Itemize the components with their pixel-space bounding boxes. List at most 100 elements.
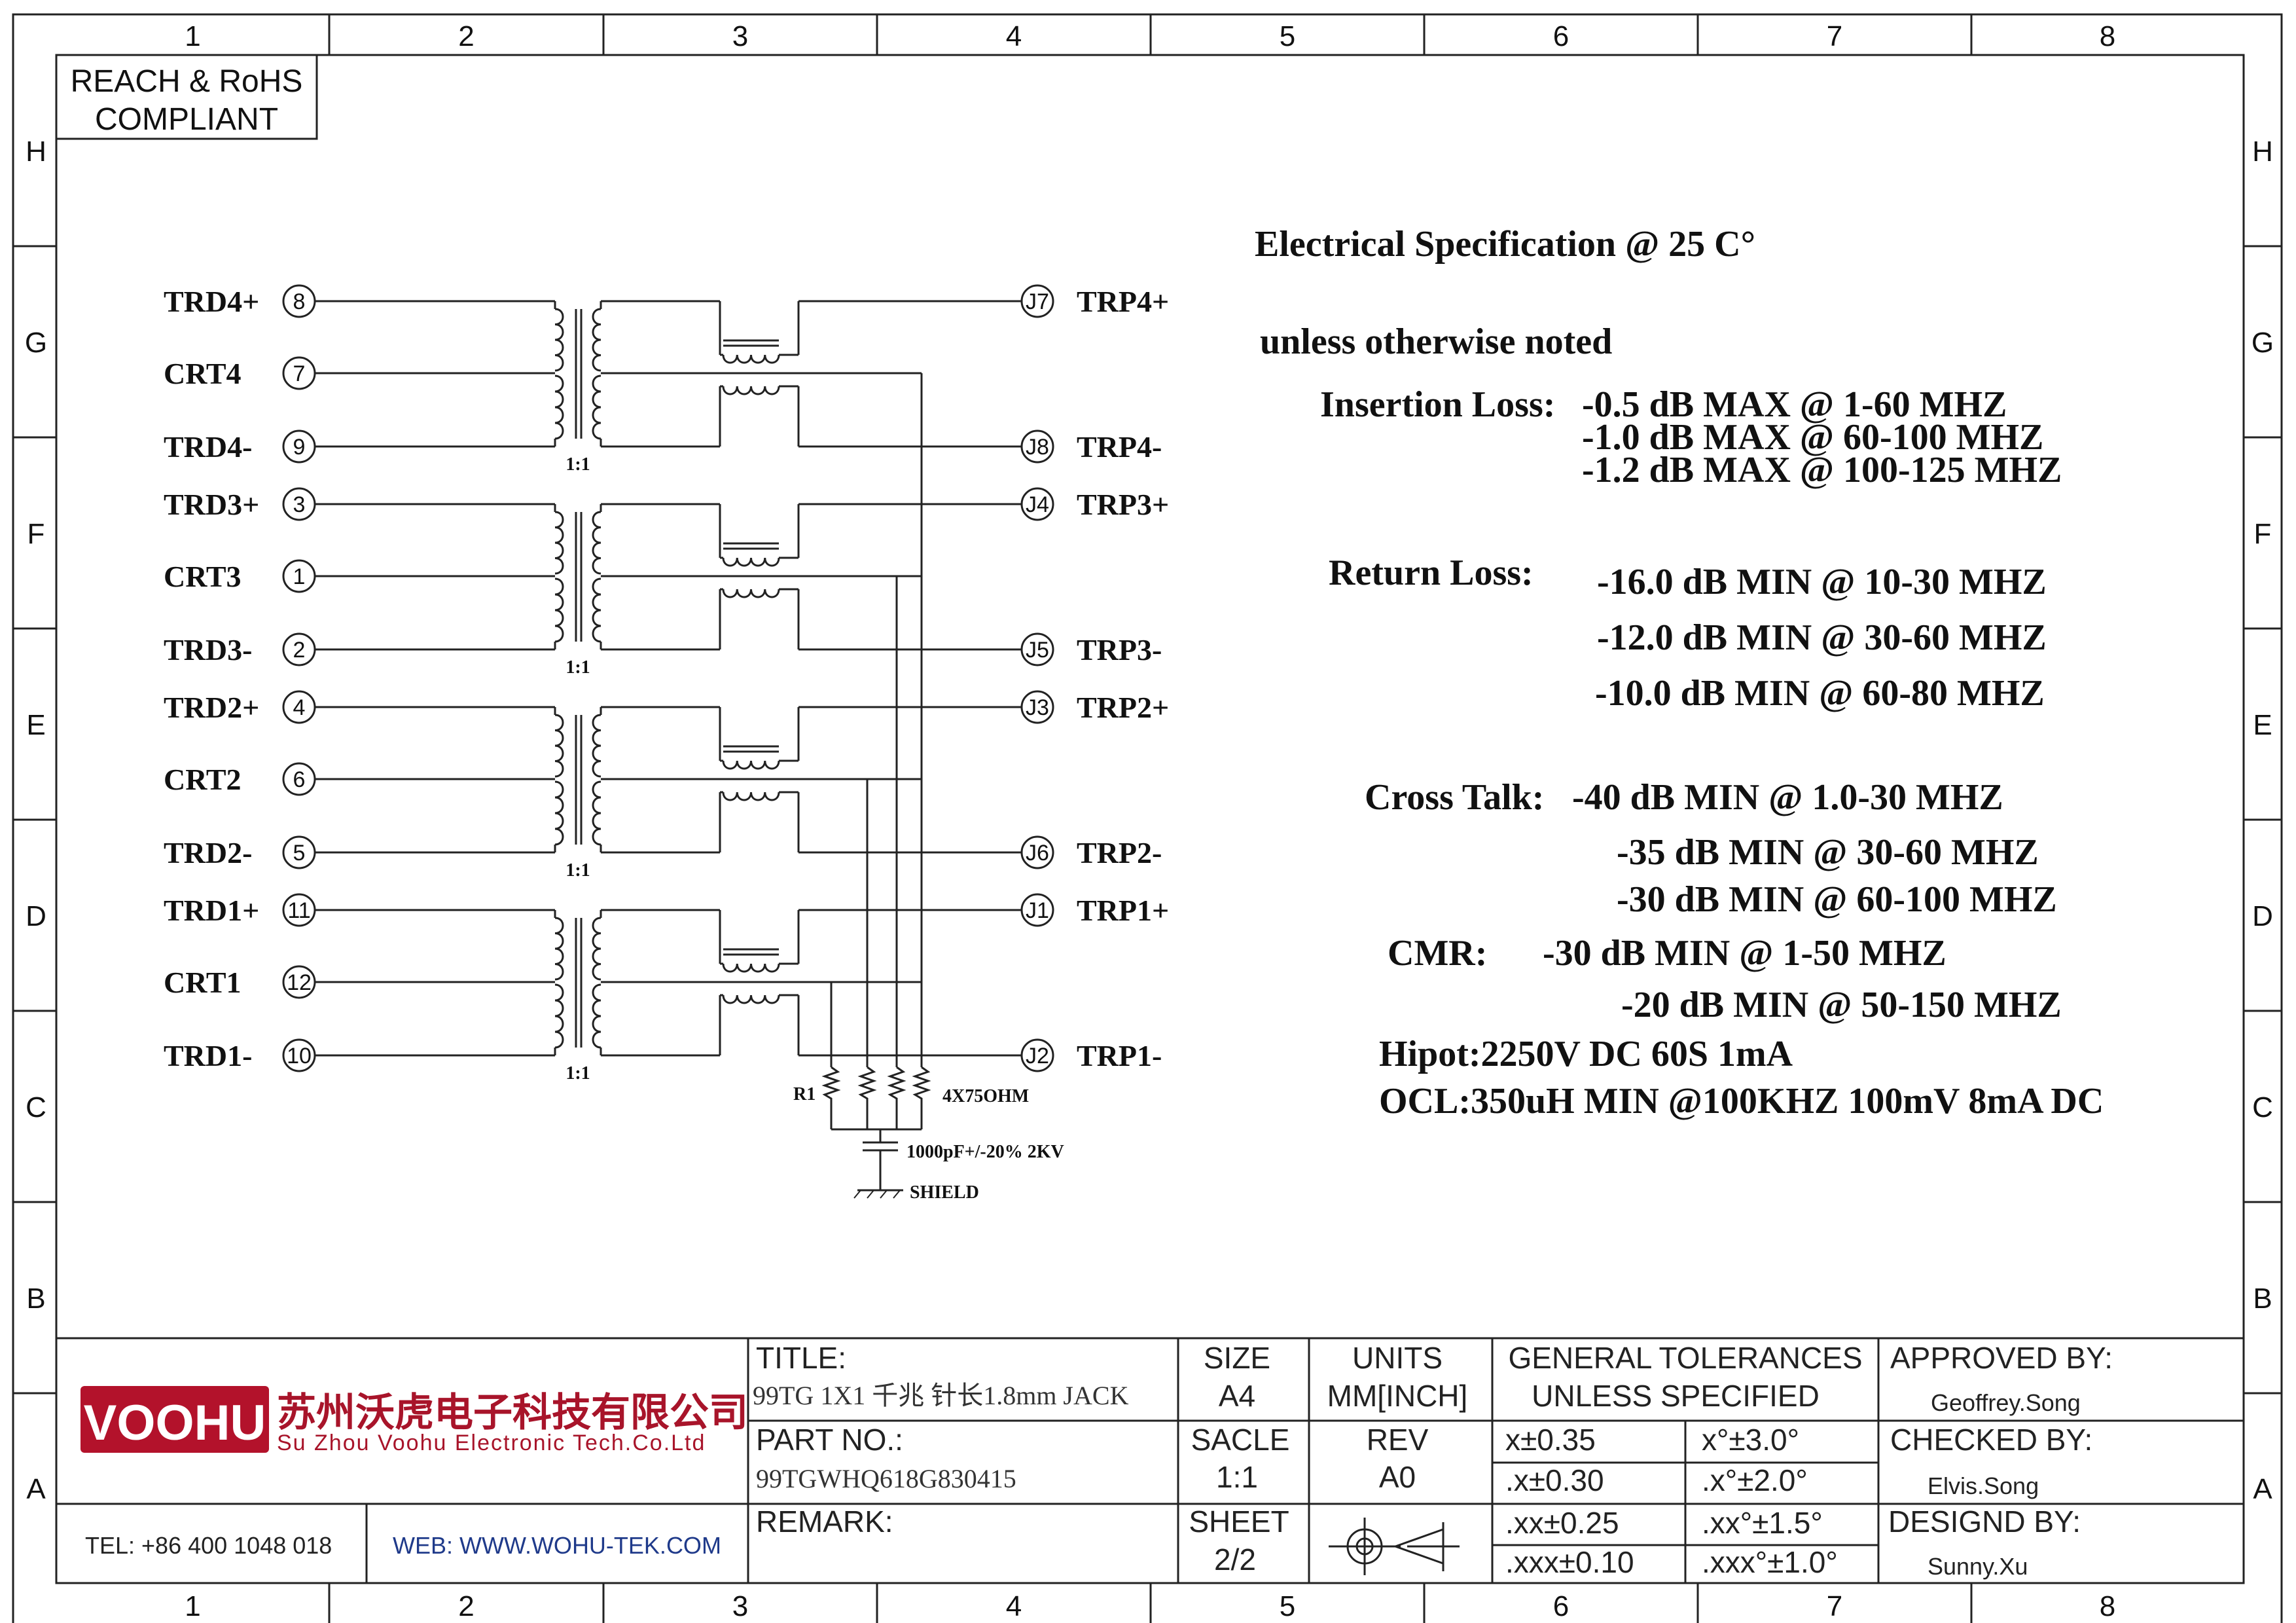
pin-number: 11 bbox=[287, 898, 310, 923]
logo-text: VOOHU bbox=[84, 1395, 266, 1451]
schematic: TRD4+CRT4TRD4-8791:1J7J8TRP4+TRP4-TRD3+C… bbox=[164, 284, 1169, 1203]
row-label-right: A bbox=[2253, 1473, 2272, 1505]
signal-label: TRD4+ bbox=[164, 285, 259, 318]
column-label-top: 1 bbox=[185, 20, 200, 52]
rev-value: A0 bbox=[1379, 1460, 1416, 1494]
signal-label: CRT4 bbox=[164, 357, 242, 390]
crosstalk-3: -30 dB MIN @ 60-100 MHZ bbox=[1617, 879, 2057, 920]
company-logo bbox=[81, 1386, 269, 1453]
ocl: OCL:350uH MIN @100KHZ 100mV 8mA DC bbox=[1379, 1081, 2104, 1122]
transformer-ratio: 1:1 bbox=[565, 454, 590, 475]
tel: TEL: +86 400 1048 018 bbox=[85, 1532, 332, 1559]
column-label-bottom: 3 bbox=[732, 1590, 748, 1622]
row-label-left: B bbox=[26, 1283, 45, 1315]
column-label-bottom: 4 bbox=[1006, 1590, 1022, 1622]
units-label: UNITS bbox=[1352, 1341, 1443, 1375]
jack-pin-circle bbox=[1020, 893, 1054, 927]
jack-pin-number: J1 bbox=[1026, 898, 1049, 923]
jack-signal-label: TRP1+ bbox=[1077, 894, 1169, 927]
column-label-top: 4 bbox=[1006, 20, 1022, 52]
pin-number: 2 bbox=[293, 638, 306, 663]
pin-number: 3 bbox=[293, 492, 306, 517]
pin-number: 9 bbox=[293, 435, 306, 460]
column-label-top: 8 bbox=[2100, 20, 2115, 52]
jack-pin-number: J8 bbox=[1026, 435, 1049, 460]
signal-label: TRD3- bbox=[164, 633, 252, 666]
row-label-right: G bbox=[2251, 327, 2274, 359]
approved-label: APPROVED BY: bbox=[1890, 1341, 2113, 1375]
jack-pin-number: J3 bbox=[1026, 695, 1049, 720]
insertion-loss-label: Insertion Loss: bbox=[1320, 384, 1555, 425]
insertion-loss-2: -1.0 dB MAX @ 60-100 MHZ bbox=[1582, 417, 2043, 458]
jack-signal-label: TRP1- bbox=[1077, 1039, 1162, 1072]
center-tap-bus bbox=[830, 373, 923, 1067]
return-loss-label: Return Loss: bbox=[1329, 553, 1534, 593]
linear-tolerance: .xxx±0.10 bbox=[1505, 1545, 1634, 1579]
signal-label: TRD2- bbox=[164, 836, 252, 869]
tolerance-label-1: GENERAL TOLERANCES bbox=[1508, 1341, 1862, 1375]
angular-tolerance: .x°±2.0° bbox=[1702, 1463, 1808, 1497]
column-label-bottom: 2 bbox=[458, 1590, 474, 1622]
approved-by: Geoffrey.Song bbox=[1931, 1389, 2081, 1416]
company-name-cn: 苏州沃虎电子科技有限公司 bbox=[277, 1390, 748, 1436]
jack-signal-label: TRP3+ bbox=[1077, 488, 1169, 521]
spec-title: Electrical Specification @ 25 C° bbox=[1255, 224, 1755, 264]
jack-pin-number: J5 bbox=[1026, 638, 1049, 663]
cmr-2: -20 dB MIN @ 50-150 MHZ bbox=[1621, 985, 2062, 1025]
signal-label: TRD1+ bbox=[164, 894, 259, 927]
pin-number: 7 bbox=[293, 361, 306, 386]
size-label: SIZE bbox=[1204, 1341, 1270, 1375]
row-label-left: C bbox=[26, 1091, 46, 1123]
pin-number: 5 bbox=[293, 841, 306, 866]
jack-pin-circle bbox=[1020, 284, 1054, 318]
row-label-right: H bbox=[2252, 136, 2273, 168]
column-label-top: 7 bbox=[1827, 20, 1842, 52]
insertion-loss-3: -1.2 dB MAX @ 100-125 MHZ bbox=[1582, 450, 2062, 490]
row-label-right: F bbox=[2254, 518, 2272, 550]
row-label-left: F bbox=[27, 518, 45, 550]
designed-by: Sunny.Xu bbox=[1928, 1553, 2028, 1580]
scale-value: 1:1 bbox=[1216, 1460, 1258, 1494]
designed-label: DESIGND BY: bbox=[1888, 1504, 2081, 1539]
row-label-right: E bbox=[2253, 709, 2272, 741]
frame-ticks bbox=[13, 14, 2282, 1623]
jack-pin-number: J6 bbox=[1026, 841, 1049, 866]
jack-pin-circle bbox=[1020, 835, 1054, 869]
crosstalk-1: -40 dB MIN @ 1.0-30 MHZ bbox=[1572, 777, 2003, 818]
outer-border bbox=[12, 13, 2283, 1623]
angular-tolerance: x°±3.0° bbox=[1702, 1423, 1799, 1457]
transformer-ratio: 1:1 bbox=[565, 860, 590, 881]
website: WEB: WWW.WOHU-TEK.COM bbox=[393, 1532, 721, 1559]
column-label-top: 6 bbox=[1553, 20, 1569, 52]
jack-pin-number: J7 bbox=[1026, 289, 1049, 314]
column-label-bottom: 7 bbox=[1827, 1590, 1842, 1622]
row-label-left: A bbox=[26, 1473, 46, 1505]
cmr-1: -30 dB MIN @ 1-50 MHZ bbox=[1543, 933, 1946, 974]
row-label-right: C bbox=[2252, 1091, 2273, 1123]
jack-pin-circle bbox=[1020, 690, 1054, 724]
title-block: VOOHU 苏州沃虎电子科技有限公司 Su Zhou Voohu Electro… bbox=[56, 1337, 2244, 1583]
rev-label: REV bbox=[1367, 1423, 1429, 1457]
angular-tolerance: .xxx°±1.0° bbox=[1702, 1545, 1838, 1579]
compliance-line-2: COMPLIANT bbox=[95, 102, 278, 137]
electrical-specification: Electrical Specification @ 25 C° unless … bbox=[1255, 224, 2104, 1122]
checked-label: CHECKED BY: bbox=[1890, 1423, 2092, 1457]
linear-tolerance: .x±0.30 bbox=[1505, 1463, 1604, 1497]
column-label-bottom: 6 bbox=[1553, 1590, 1569, 1622]
column-label-top: 3 bbox=[732, 20, 748, 52]
hipot: Hipot:2250V DC 60S 1mA bbox=[1379, 1034, 1793, 1074]
jack-signal-label: TRP2+ bbox=[1077, 691, 1169, 724]
jack-signal-label: TRP4- bbox=[1077, 430, 1162, 464]
jack-pin-number: J2 bbox=[1026, 1044, 1049, 1068]
signal-label: TRD3+ bbox=[164, 488, 259, 521]
column-label-bottom: 1 bbox=[185, 1590, 200, 1622]
transformer-ratio: 1:1 bbox=[565, 1063, 590, 1084]
title-value: 99TG 1X1 千兆 针长1.8mm JACK bbox=[753, 1381, 1129, 1410]
row-label-right: D bbox=[2252, 900, 2273, 932]
crosstalk-2: -35 dB MIN @ 30-60 MHZ bbox=[1617, 832, 2039, 873]
compliance-line-1: REACH & RoHS bbox=[71, 64, 303, 99]
